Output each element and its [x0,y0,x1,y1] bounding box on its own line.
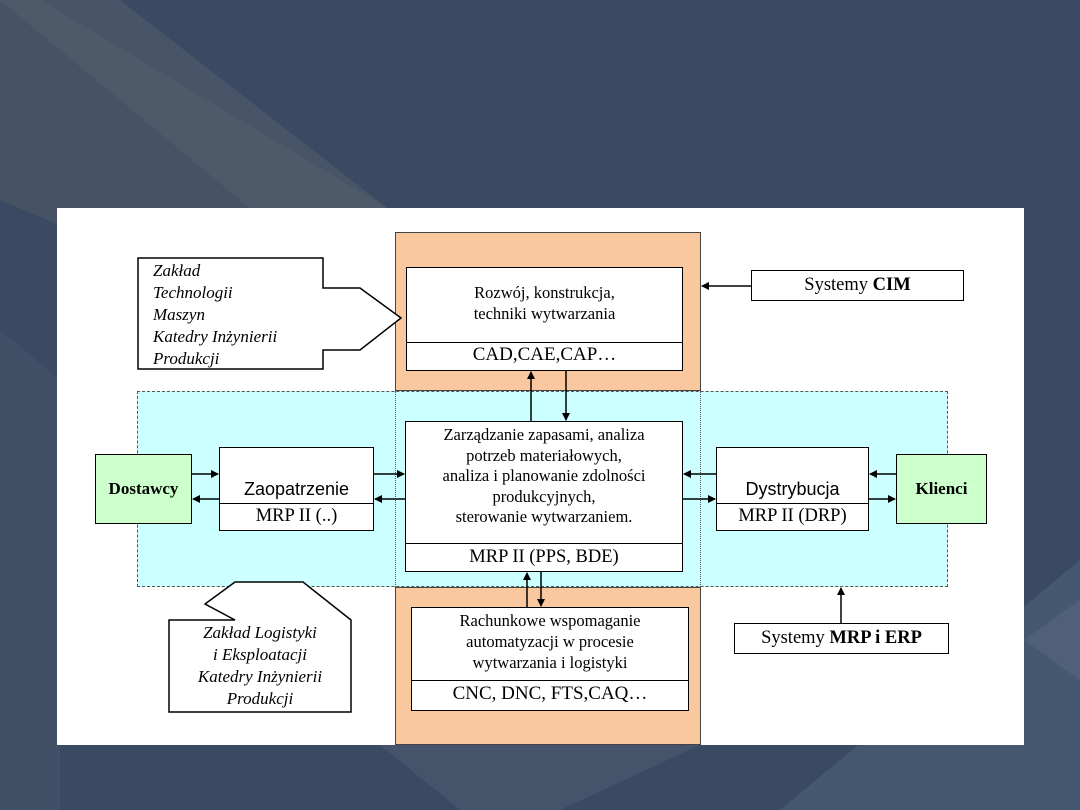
dystrybucja-title: Dystrybucja [745,479,840,499]
center-line-1: Zarządzanie zapasami, analiza [443,425,645,444]
klienci-box: Klienci [896,454,987,524]
center-line-2: potrzeb materiałowych, [466,445,622,465]
bottom-line-1: Rachunkowe wspomaganie [459,611,641,630]
center-line-4: produkcyjnych, [492,486,596,506]
bottom-line-2: automatyzacji w procesie [466,632,634,651]
zaklad-logistyki-text: Zakład Logistyki i Eksploatacji Katedry … [169,622,351,710]
zaklad-technologii-callout [137,257,403,370]
zt-line-2: Technologii [153,283,233,302]
dostawcy-box: Dostawcy [95,454,192,524]
dotted-guide-left [395,391,396,587]
top-block: Rozwój, konstrukcja, techniki wytwarzani… [406,267,683,371]
zl-line-4: Produkcji [226,689,294,708]
systems-cim-bold: CIM [872,275,911,295]
diagram-panel: Rozwój, konstrukcja, techniki wytwarzani… [57,208,1024,745]
dostawcy-label: Dostawcy [108,479,179,498]
zt-line-4: Katedry Inżynierii [153,327,278,346]
zt-line-5: Produkcji [153,349,220,368]
systems-cim-prefix: Systemy [804,275,873,295]
zl-line-3: Katedry Inżynierii [197,667,323,686]
center-block-subtitle: MRP II (PPS, BDE) [469,547,619,567]
top-block-title-1: Rozwój, konstrukcja, [474,283,615,302]
zt-line-3: Maszyn [153,305,205,324]
zaopatrzenie-title: Zaopatrzenie [243,479,350,499]
zaklad-technologii-text: Zakład Technologii Maszyn Katedry Inżyni… [153,260,277,370]
klienci-label: Klienci [915,479,968,498]
zl-line-1: Zakład Logistyki [203,623,317,642]
dystrybucja-block: Dystrybucja MRP II (DRP) [716,447,869,531]
zaopatrzenie-block: Zaopatrzenie MRP II (..) [219,447,374,531]
zaopatrzenie-subtitle: MRP II (..) [255,506,338,526]
systems-mrp-prefix: Systemy [761,628,830,648]
bottom-line-3: wytwarzania i logistyki [472,653,628,672]
connector-layer [192,282,896,623]
systems-mrp-bold: MRP i ERP [829,628,922,648]
zl-line-2: i Eksploatacji [213,645,307,664]
top-block-subtitle: CAD,CAE,CAP… [472,344,617,365]
systems-cim-box: Systemy CIM [751,270,964,301]
zaklad-logistyki-callout [168,581,352,713]
center-line-3: analiza i planowanie zdolności [442,466,646,485]
dotted-guide-right [700,391,701,587]
dystrybucja-subtitle: MRP II (DRP) [738,506,847,526]
center-block: Zarządzanie zapasami, analiza potrzeb ma… [405,421,683,572]
top-block-title-2: techniki wytwarzania [473,304,616,323]
bottom-block-subtitle: CNC, DNC, FTS,CAQ… [452,683,648,704]
systems-mrp-box: Systemy MRP i ERP [734,623,949,654]
bottom-block: Rachunkowe wspomaganie automatyzacji w p… [411,607,689,711]
center-line-5: sterowanie wytwarzaniem. [455,507,633,526]
zt-line-1: Zakład [153,261,201,280]
